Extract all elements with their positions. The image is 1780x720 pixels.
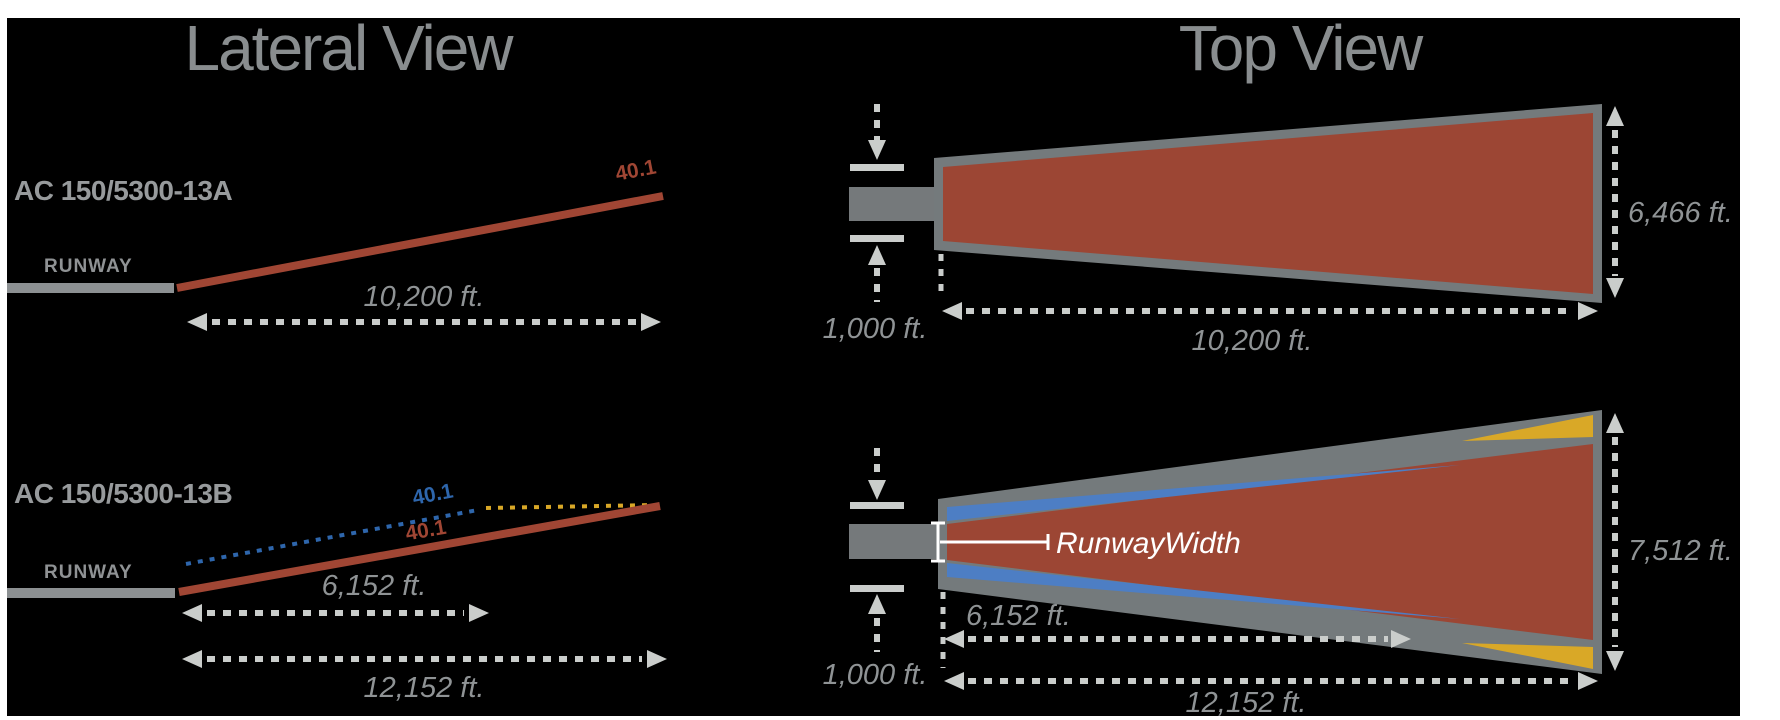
outer-width-dimension-label: 7,512 ft. <box>1628 535 1733 567</box>
arrowhead-left <box>182 604 202 622</box>
arrowhead-left <box>944 630 964 648</box>
arrowhead-down <box>868 140 886 160</box>
arrowhead-right <box>641 313 661 331</box>
runway-stub <box>849 524 941 559</box>
inner-length-dimension-label: 6,152 ft. <box>966 600 1071 632</box>
dimension-tick <box>850 585 904 592</box>
total-length-dimension-label: 12,152 ft. <box>364 672 485 704</box>
runway-width-label: RunwayWidth <box>1056 527 1241 560</box>
top-view-13a: 1,000 ft. 6,466 ft. 10,200 ft. <box>823 104 1733 357</box>
arrowhead-right <box>647 650 667 668</box>
arrowhead-down <box>1606 651 1624 671</box>
standard-label-13a: AC 150/5300-13A <box>14 175 232 206</box>
arrowhead-left <box>944 672 964 690</box>
lateral-view-title: Lateral View <box>184 12 514 84</box>
blue-band-top <box>947 465 1460 521</box>
total-length-dimension-label: 12,152 ft. <box>1186 687 1307 719</box>
arrowhead-down <box>868 480 886 500</box>
lateral-view-13b: AC 150/5300-13B RUNWAY 40.1 40.1 6,152 f… <box>7 478 667 704</box>
top-view-13b: RunwayWidth 1,000 ft. 7,512 ft. 6,152 ft… <box>823 410 1733 719</box>
runway-label: RUNWAY <box>44 256 133 277</box>
arrowhead-right <box>1578 672 1598 690</box>
lateral-view-13a: AC 150/5300-13A RUNWAY 40.1 10,200 ft. <box>7 155 664 331</box>
arrowhead-up <box>1606 106 1624 126</box>
blue-band-bottom <box>947 563 1460 619</box>
length-dimension-label: 10,200 ft. <box>364 281 485 313</box>
yellow-band-bottom <box>1462 643 1593 669</box>
approach-slope-line <box>176 192 664 292</box>
runway-stub <box>849 187 941 221</box>
approach-surface-13b <box>947 444 1593 640</box>
old-slope-dotted-line <box>185 508 479 566</box>
arrowhead-left <box>187 313 207 331</box>
runway-bar <box>7 588 175 598</box>
runway-label: RUNWAY <box>44 562 133 583</box>
dimension-tick <box>850 164 904 171</box>
inner-length-dimension-label: 6,152 ft. <box>322 570 427 602</box>
outer-width-dimension-label: 6,466 ft. <box>1628 197 1733 229</box>
inner-width-dimension-label: 1,000 ft. <box>823 313 928 345</box>
top-view-title: Top View <box>1179 12 1424 84</box>
length-dimension-label: 10,200 ft. <box>1192 325 1313 357</box>
arrowhead-up <box>868 245 886 265</box>
dimension-tick <box>850 502 904 509</box>
arrowhead-down <box>1606 278 1624 298</box>
runway-bar <box>7 283 174 293</box>
arrowhead-left <box>942 302 962 320</box>
arrowhead-left <box>182 650 202 668</box>
approach-slope-line <box>178 502 661 596</box>
extension-dotted-line <box>485 503 658 510</box>
arrowhead-up <box>1606 413 1624 433</box>
arrowhead-right <box>1578 302 1598 320</box>
yellow-band-top <box>1462 415 1593 441</box>
arrowhead-right <box>1391 630 1411 648</box>
dimension-tick <box>850 235 904 242</box>
inner-width-dimension-label: 1,000 ft. <box>823 659 928 691</box>
standard-label-13b: AC 150/5300-13B <box>14 478 232 509</box>
approach-surface-13a <box>943 113 1593 294</box>
arrowhead-up <box>868 594 886 614</box>
arrowhead-right <box>469 604 489 622</box>
